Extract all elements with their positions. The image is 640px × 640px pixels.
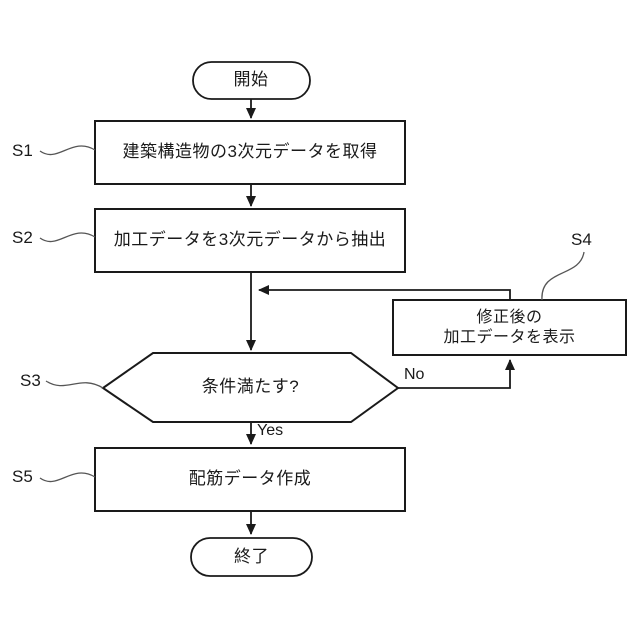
- callout-line-s3: [45, 380, 104, 389]
- process-s4-label-line2: 加工データを表示: [443, 328, 576, 346]
- process-s4-shape: [392, 299, 627, 356]
- edge-s3-no-to-s4: [398, 359, 515, 389]
- step-label-s2: S2: [12, 228, 33, 247]
- step-label-s5: S5: [12, 467, 33, 486]
- end-terminal-shape: [190, 537, 313, 577]
- process-s4-label-line1: 修正後の: [476, 308, 543, 326]
- step-label-s3: S3: [20, 371, 41, 390]
- process-s2-shape: [94, 208, 406, 273]
- step-label-s1: S1: [12, 141, 33, 160]
- process-s2-label: 加工データを3次元データから抽出: [113, 230, 387, 250]
- process-s4-label: 修正後の 加工データを表示: [393, 300, 626, 355]
- callout-line-s5: [39, 472, 96, 483]
- start-node-label: 開始: [233, 70, 269, 90]
- callout-line-s4: [541, 251, 585, 301]
- step-label-s4: S4: [571, 230, 592, 249]
- process-s1-shape: [94, 120, 406, 185]
- process-s5-shape: [94, 447, 406, 512]
- decision-s3-label: 条件満たす?: [201, 377, 300, 397]
- process-s5-label: 配筋データ作成: [188, 469, 312, 489]
- edge-s4-feedback: [258, 285, 511, 300]
- process-s1-label: 建築構造物の3次元データを取得: [122, 142, 378, 162]
- edge-label-yes: Yes: [257, 422, 284, 439]
- edge-label-no: No: [404, 366, 425, 383]
- callout-line-s2: [39, 232, 96, 243]
- callout-line-s1: [39, 145, 96, 156]
- end-node-label: 終了: [234, 546, 269, 566]
